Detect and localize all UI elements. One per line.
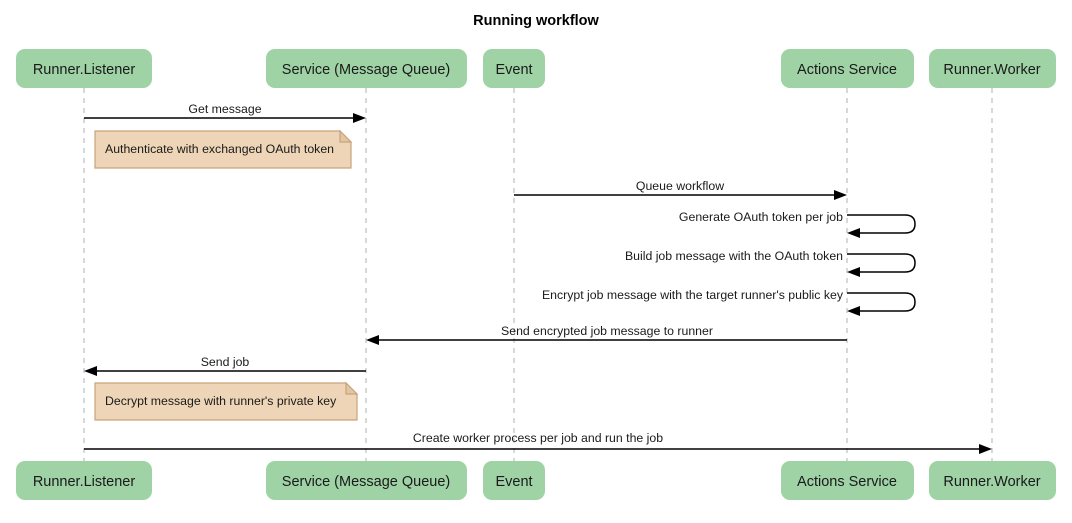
participant-service-mq-top[interactable]: Service (Message Queue) (266, 49, 467, 88)
participant-box[interactable] (266, 49, 467, 88)
arrowhead-left (847, 306, 860, 316)
participant-label: Runner.Worker (943, 62, 1040, 78)
note-authenticate-note: Authenticate with exchanged OAuth token (94, 129, 353, 169)
arrowhead-left (366, 335, 379, 345)
message-label: Get message (188, 102, 261, 116)
arrowhead-left (847, 267, 860, 277)
note-fold-corner-icon (339, 129, 353, 143)
participant-runner-listener-top[interactable]: Runner.Listener (16, 49, 152, 88)
participant-box[interactable] (483, 461, 545, 500)
participant-box[interactable] (929, 461, 1056, 500)
arrowhead-left (84, 366, 97, 376)
message-queue-workflow[interactable]: Queue workflow (514, 179, 847, 200)
message-generate-oauth-token[interactable]: Generate OAuth token per job (679, 210, 916, 238)
participants-top: Runner.Listener Service (Message Queue) … (16, 49, 1056, 88)
message-label: Encrypt job message with the target runn… (542, 288, 844, 302)
participant-runner-worker-bottom[interactable]: Runner.Worker (929, 461, 1056, 500)
participant-event-top[interactable]: Event (483, 49, 545, 88)
note-text: Authenticate with exchanged OAuth token (105, 142, 334, 156)
note-fold-corner-icon (345, 381, 359, 395)
message-label: Queue workflow (636, 179, 724, 193)
participant-box[interactable] (781, 461, 914, 500)
message-get-message[interactable]: Get message (84, 102, 366, 123)
participant-box[interactable] (16, 461, 152, 500)
participant-label: Event (495, 62, 532, 78)
note-text: Decrypt message with runner's private ke… (105, 394, 337, 408)
arrowhead-right (979, 444, 992, 454)
message-label: Create worker process per job and run th… (413, 431, 663, 445)
arrowhead-right (834, 190, 847, 200)
participant-box[interactable] (266, 461, 467, 500)
participant-label: Service (Message Queue) (282, 62, 450, 78)
participant-label: Actions Service (797, 62, 897, 78)
message-label: Send job (201, 355, 250, 369)
arrowhead-left (847, 228, 860, 238)
participant-label: Runner.Listener (33, 62, 136, 78)
message-send-encrypted-job-message[interactable]: Send encrypted job message to runner (366, 324, 847, 345)
participant-label: Actions Service (797, 474, 897, 490)
message-encrypt-job-message[interactable]: Encrypt job message with the target runn… (542, 288, 916, 316)
participant-runner-worker-top[interactable]: Runner.Worker (929, 49, 1056, 88)
participants-bottom: Runner.Listener Service (Message Queue) … (16, 461, 1056, 500)
participant-service-mq-bottom[interactable]: Service (Message Queue) (266, 461, 467, 500)
message-create-worker-process[interactable]: Create worker process per job and run th… (84, 431, 992, 454)
participant-runner-listener-bottom[interactable]: Runner.Listener (16, 461, 152, 500)
participant-box[interactable] (483, 49, 545, 88)
note-body (94, 130, 352, 169)
note-body (94, 382, 358, 421)
participant-label: Runner.Listener (33, 474, 136, 490)
self-loop-line (847, 253, 916, 273)
lifelines-group (83, 88, 993, 461)
self-loop-line (847, 292, 916, 312)
note-decrypt-note: Decrypt message with runner's private ke… (94, 381, 359, 421)
message-label: Generate OAuth token per job (679, 210, 843, 224)
participant-box[interactable] (929, 49, 1056, 88)
self-loop-line (847, 214, 916, 234)
message-send-job[interactable]: Send job (84, 355, 366, 376)
participant-actions-service-bottom[interactable]: Actions Service (781, 461, 914, 500)
participant-box[interactable] (16, 49, 152, 88)
arrowhead-right (353, 113, 366, 123)
participant-label: Event (495, 474, 532, 490)
diagram-title: Running workflow (473, 13, 599, 29)
message-label: Build job message with the OAuth token (625, 249, 843, 263)
message-build-job-message[interactable]: Build job message with the OAuth token (625, 249, 916, 277)
participant-actions-service-top[interactable]: Actions Service (781, 49, 914, 88)
participant-event-bottom[interactable]: Event (483, 461, 545, 500)
participant-box[interactable] (781, 49, 914, 88)
message-label: Send encrypted job message to runner (501, 324, 713, 338)
participant-label: Runner.Worker (943, 474, 1040, 490)
participant-label: Service (Message Queue) (282, 474, 450, 490)
